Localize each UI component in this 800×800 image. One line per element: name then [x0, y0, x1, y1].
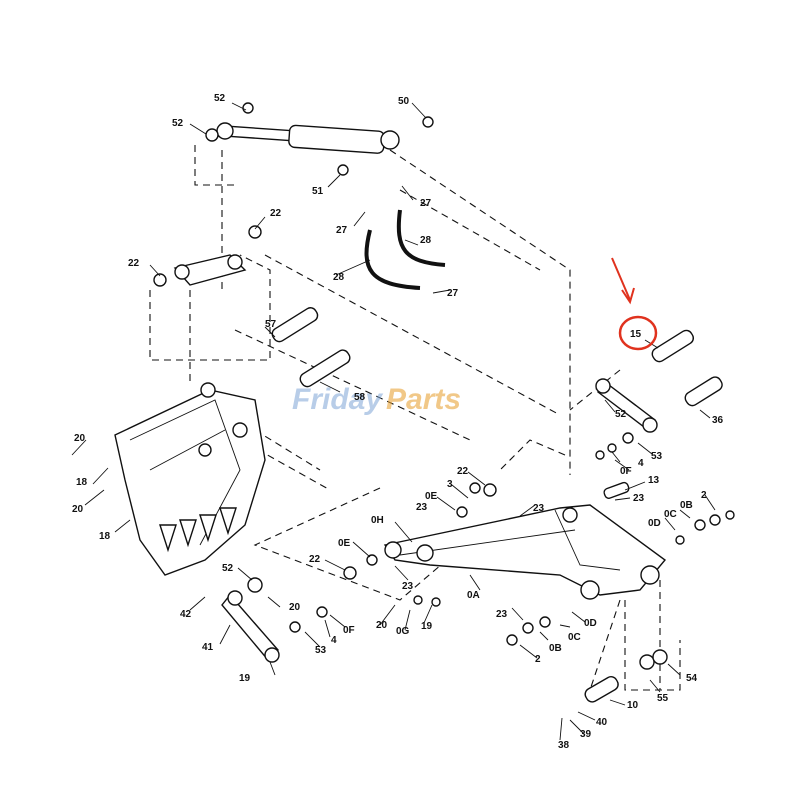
- callout-57: 57: [265, 319, 277, 330]
- guide-lines: [149, 145, 681, 691]
- callout-0A: 0A: [467, 590, 480, 601]
- callout-0B: 0B: [680, 500, 693, 511]
- guide-link-assembly: [153, 225, 262, 287]
- callout-4: 4: [638, 458, 644, 469]
- callout-28: 28: [333, 272, 345, 283]
- washers-bushings: [289, 450, 735, 670]
- callout-50: 50: [398, 96, 410, 107]
- callout-18: 18: [76, 477, 88, 488]
- callout-23: 23: [416, 502, 428, 513]
- callout-0G: 0G: [396, 626, 410, 637]
- callout-labels: 52 52 50 51 27 27 27 28 28 22 22 57 58 1…: [72, 93, 724, 751]
- callout-15: 15: [630, 329, 642, 340]
- callout-27: 27: [447, 288, 459, 299]
- arm: [383, 504, 667, 600]
- callout-42: 42: [180, 609, 192, 620]
- callout-55: 55: [657, 693, 669, 704]
- callout-52: 52: [214, 93, 226, 104]
- callout-18: 18: [99, 531, 111, 542]
- callout-0C: 0C: [664, 509, 677, 520]
- callout-22: 22: [309, 554, 321, 565]
- right-link: [595, 378, 658, 453]
- callout-20: 20: [74, 433, 86, 444]
- callout-51: 51: [312, 186, 324, 197]
- callout-0F: 0F: [620, 466, 632, 477]
- callout-28: 28: [420, 235, 432, 246]
- callout-2: 2: [701, 490, 707, 501]
- callout-19: 19: [239, 673, 251, 684]
- callout-0C: 0C: [568, 632, 581, 643]
- callout-20: 20: [289, 602, 301, 613]
- lower-link: [221, 577, 280, 663]
- callout-0F: 0F: [343, 625, 355, 636]
- callout-52: 52: [222, 563, 234, 574]
- callout-27: 27: [336, 225, 348, 236]
- watermark-part1: Friday: [292, 383, 383, 416]
- callout-23: 23: [633, 493, 645, 504]
- callout-0H: 0H: [371, 515, 384, 526]
- callout-10: 10: [627, 700, 639, 711]
- callout-38: 38: [558, 740, 570, 751]
- callout-4: 4: [331, 635, 337, 646]
- callout-23: 23: [402, 581, 414, 592]
- callout-0D: 0D: [584, 618, 597, 629]
- callout-36: 36: [712, 415, 724, 426]
- callout-23: 23: [533, 503, 545, 514]
- callout-2: 2: [535, 654, 541, 665]
- callout-52: 52: [172, 118, 184, 129]
- callout-52: 52: [615, 409, 627, 420]
- callout-13: 13: [648, 475, 660, 486]
- callout-0E: 0E: [338, 538, 351, 549]
- callout-0E: 0E: [425, 491, 438, 502]
- callout-23: 23: [496, 609, 508, 620]
- callout-22: 22: [270, 208, 282, 219]
- callout-0D: 0D: [648, 518, 661, 529]
- callout-20: 20: [376, 620, 388, 631]
- callout-0B: 0B: [549, 643, 562, 654]
- pins: [271, 307, 723, 703]
- callout-54: 54: [686, 673, 698, 684]
- watermark-part2: Parts: [386, 383, 461, 416]
- callout-58: 58: [354, 392, 366, 403]
- callout-19: 19: [421, 621, 433, 632]
- callout-41: 41: [202, 642, 214, 653]
- callout-3: 3: [447, 479, 453, 490]
- callout-53: 53: [315, 645, 327, 656]
- callout-27: 27: [420, 198, 432, 209]
- callout-22: 22: [457, 466, 469, 477]
- highlight-circle: [618, 315, 658, 351]
- callout-39: 39: [580, 729, 592, 740]
- callout-20: 20: [72, 504, 84, 515]
- callout-53: 53: [651, 451, 663, 462]
- hydraulic-hoses: [337, 164, 446, 290]
- callout-22: 22: [128, 258, 140, 269]
- callout-40: 40: [596, 717, 608, 728]
- bucket: [114, 382, 266, 576]
- bucket-cylinder: [205, 102, 434, 154]
- watermark: Friday Parts: [292, 383, 461, 416]
